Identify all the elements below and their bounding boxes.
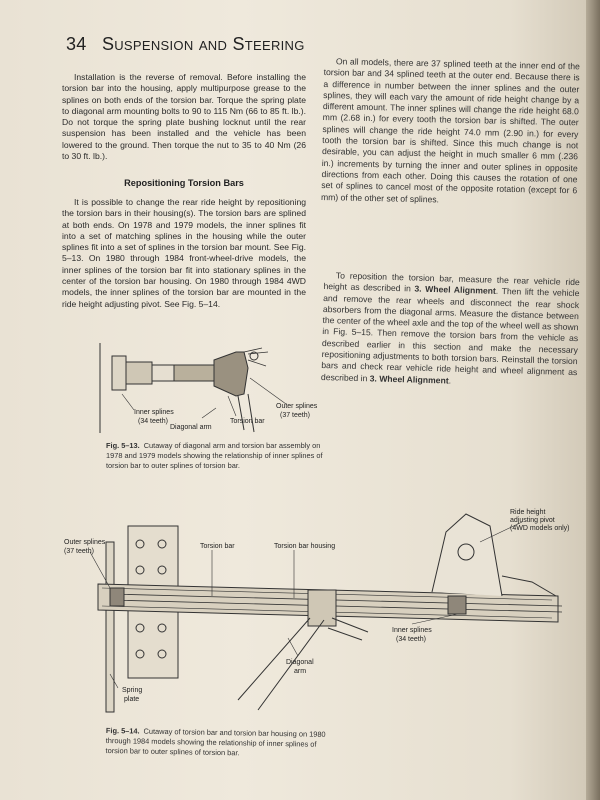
fig14-inner-splines-label: Inner splines <box>392 627 432 634</box>
fig14-diagonal-label-2: arm <box>294 668 306 675</box>
procedure-text-end: . <box>448 375 452 386</box>
installation-text: Installation is the reverse of removal. … <box>62 72 306 162</box>
fig13-inner-teeth-label: (34 teeth) <box>138 418 168 425</box>
fig14-pivot-label-1: Ride height <box>510 509 545 516</box>
figure-5-13-caption: Fig. 5–13.Cutaway of diagonal arm and to… <box>106 441 338 470</box>
wheel-alignment-reference-2: 3. Wheel Alignment <box>369 372 449 386</box>
figure-5-14-drawing: Outer splines (37 teeth) Torsion bar Tor… <box>64 509 570 713</box>
fig14-outer-teeth-label: (37 teeth) <box>64 548 94 555</box>
fig14-housing-label: Torsion bar housing <box>274 543 335 550</box>
fig13-number: Fig. 5–13. <box>106 441 140 450</box>
wheel-alignment-reference: 3. Wheel Alignment <box>414 283 496 297</box>
fig14-spring-label-1: Spring <box>122 687 142 694</box>
splines-paragraph: On all models, there are 37 splined teet… <box>321 56 580 208</box>
repositioning-text: It is possible to change the rear ride h… <box>62 197 306 309</box>
reposition-procedure-paragraph: To reposition the torsion bar, measure t… <box>321 270 580 390</box>
fig13-torsion-bar-label: Torsion bar <box>230 418 265 425</box>
procedure-text-part-2: . Then lift the vehicle and remove the r… <box>320 286 580 383</box>
fig14-number: Fig. 5–14. <box>105 726 140 736</box>
fig14-pivot-label-2: adjusting pivot <box>510 517 555 524</box>
reposition-procedure-text: To reposition the torsion bar, measure t… <box>321 270 580 390</box>
fig14-diagonal-label-1: Diagonal <box>286 659 314 666</box>
fig14-outer-splines-label: Outer splines <box>64 539 106 546</box>
figure-5-14: Outer splines (37 teeth) Torsion bar Tor… <box>62 492 584 720</box>
page-title: Suspension and Steering <box>101 34 305 54</box>
fig13-outer-splines-label: Outer splines <box>276 403 318 410</box>
fig13-diagonal-arm-label: Diagonal arm <box>170 424 212 431</box>
page-header: 34 Suspension and Steering <box>66 34 305 55</box>
fig13-outer-teeth-label: (37 teeth) <box>280 412 310 419</box>
page-edge <box>586 0 600 800</box>
fig13-caption-text: Cutaway of diagonal arm and torsion bar … <box>106 441 323 470</box>
repositioning-paragraph: It is possible to change the rear ride h… <box>62 197 306 310</box>
fig13-inner-splines-label: Inner splines <box>134 409 174 416</box>
fig14-torsion-bar-label: Torsion bar <box>200 543 235 550</box>
fig14-inner-teeth-label: (34 teeth) <box>396 636 426 643</box>
section-heading: Repositioning Torsion Bars <box>124 178 244 188</box>
fig14-spring-label-2: plate <box>124 696 139 703</box>
figure-5-13-drawing: Inner splines (34 teeth) Outer splines (… <box>99 343 318 433</box>
fig14-pivot-label-3: (4WD models only) <box>510 525 570 532</box>
figure-5-13: Inner splines (34 teeth) Outer splines (… <box>98 338 328 438</box>
installation-paragraph: Installation is the reverse of removal. … <box>62 72 306 162</box>
figure-5-14-caption: Fig. 5–14.Cutaway of torsion bar and tor… <box>105 726 337 759</box>
splines-text: On all models, there are 37 splined teet… <box>320 56 580 205</box>
page-number: 34 <box>66 34 87 54</box>
